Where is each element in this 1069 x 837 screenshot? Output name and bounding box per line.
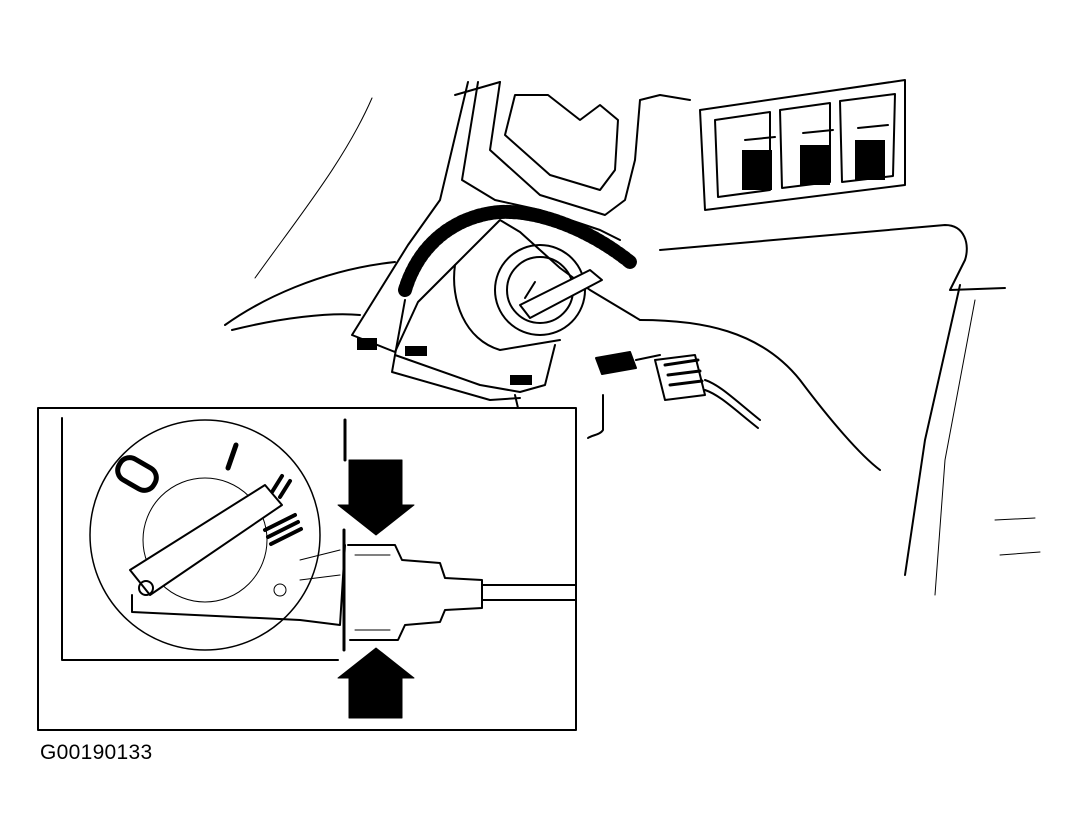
switch-dial <box>89 419 321 651</box>
upper-housing <box>489 81 691 216</box>
switch-bank <box>699 79 906 211</box>
dash-contour-lower <box>231 313 361 331</box>
inset-connector <box>347 544 483 641</box>
dash-right-edge-2 <box>934 299 976 596</box>
inset-key-icon <box>129 484 283 596</box>
dash-right-edge <box>904 284 961 576</box>
main-illustration <box>224 79 1041 596</box>
inset-detail <box>37 407 577 731</box>
inset-frame <box>37 407 577 731</box>
column-shroud <box>351 81 641 353</box>
position-mark-1 <box>225 442 239 471</box>
switch-dial-inner <box>142 477 268 603</box>
dash-side-detail-2 <box>999 551 1041 556</box>
dash-panel-lower <box>639 319 881 471</box>
leader-line <box>587 394 604 439</box>
inset-inner-frame <box>61 417 339 661</box>
position-mark-2 <box>270 474 292 499</box>
dash-panel <box>659 224 1006 291</box>
dash-contour-upper <box>224 261 396 326</box>
ignition-lock <box>453 244 603 351</box>
switch-housing <box>394 299 556 393</box>
position-mark-0 <box>115 455 159 493</box>
figure-id: G00190133 <box>40 741 153 764</box>
inset-switch-body <box>131 544 346 626</box>
key-icon <box>519 269 603 319</box>
press-arrow-down-icon <box>337 459 415 536</box>
position-mark-3 <box>263 513 303 546</box>
housing-rim <box>454 81 501 96</box>
connector <box>595 351 761 429</box>
column-shroud-inner <box>461 81 621 241</box>
press-arrow-up-icon <box>337 647 415 719</box>
dash-side-detail <box>994 517 1036 521</box>
upper-housing-inner <box>504 94 619 191</box>
dash-faint-line <box>254 97 373 279</box>
